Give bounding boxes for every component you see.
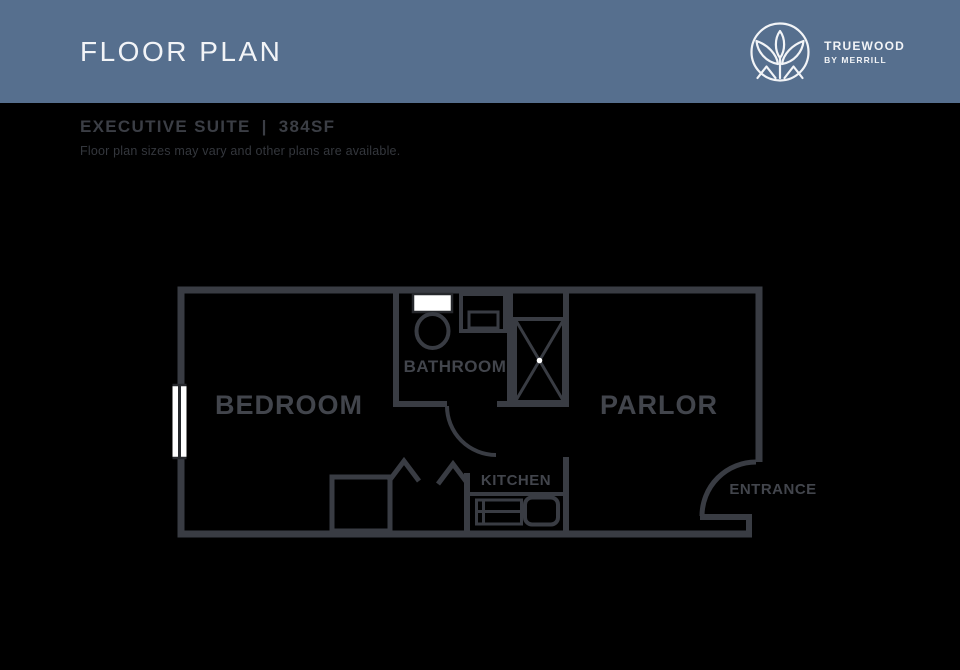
bedroom-window xyxy=(172,383,187,460)
brand-text: TRUEWOOD BY MERRILL xyxy=(824,39,905,65)
kitchen-walls xyxy=(464,457,569,534)
toilet xyxy=(411,292,454,350)
logo-right-leaf xyxy=(780,39,805,65)
vanity-sink-icon xyxy=(459,292,507,333)
logo-right-peak xyxy=(783,64,804,79)
brand-name: TRUEWOOD xyxy=(824,38,905,53)
bathroom-door-arc xyxy=(445,405,497,457)
bathroom-label: BATHROOM xyxy=(404,357,507,376)
logo-left-peak xyxy=(756,64,777,79)
bifold-doors xyxy=(387,456,470,486)
parlor-label: PARLOR xyxy=(600,390,718,420)
entrance-door xyxy=(699,459,757,537)
page-title: FLOOR PLAN xyxy=(80,35,283,67)
brand-logo: TRUEWOOD BY MERRILL xyxy=(749,21,905,83)
header-bar: FLOOR PLAN TRUEWOOD BY MERRILL xyxy=(0,0,960,103)
plan-title: EXECUTIVE SUITE | 384SF xyxy=(80,117,400,137)
shower-drain xyxy=(536,357,543,364)
suite-name: EXECUTIVE SUITE xyxy=(80,117,251,136)
sprout-logo-icon xyxy=(750,21,810,82)
bedroom-label: BEDROOM xyxy=(215,390,363,420)
shower xyxy=(513,317,566,404)
plan-info: EXECUTIVE SUITE | 384SF Floor plan sizes… xyxy=(80,117,400,158)
brand-byline: BY MERRILL xyxy=(824,54,887,65)
kitchen-label: KITCHEN xyxy=(481,472,551,489)
entrance-label: ENTRANCE xyxy=(729,481,816,498)
kitchen-cabinet xyxy=(475,498,523,526)
suite-size: 384SF xyxy=(278,117,336,136)
title-separator: | xyxy=(261,117,268,136)
closet xyxy=(329,474,393,534)
plan-disclaimer: Floor plan sizes may vary and other plan… xyxy=(80,144,401,158)
kitchen-sink-icon xyxy=(523,495,560,527)
logo-top-leaf xyxy=(774,29,786,59)
logo-left-leaf xyxy=(755,39,780,65)
